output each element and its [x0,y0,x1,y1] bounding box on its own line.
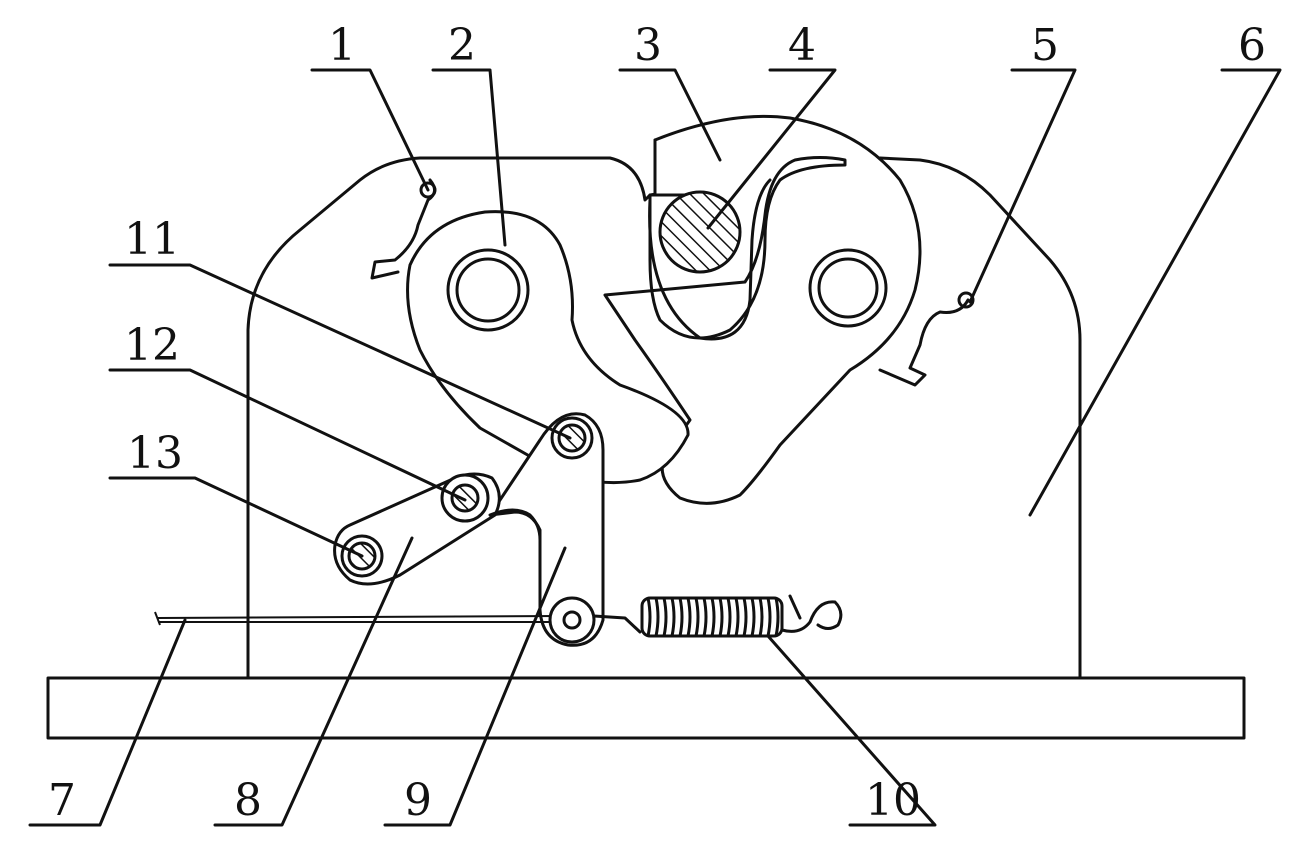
spring-turn [662,597,668,637]
spring-turn [718,597,724,637]
left-pivot-inner [455,257,521,323]
base-plate [46,676,1246,740]
label-1: 1 [328,20,356,71]
leader-9 [383,546,567,827]
spring-turn [766,597,772,637]
label-13: 13 [127,428,183,479]
leader-10 [766,634,937,827]
spring-clip-right-eye [957,291,975,309]
label-3: 3 [634,20,662,71]
leader-5 [968,68,1077,304]
spring-turn [758,597,764,637]
spring-turn [734,597,740,637]
label-12: 12 [124,320,180,371]
leader-13 [108,476,364,558]
cable [154,611,561,626]
leader-3 [618,68,722,162]
spring-hook-right [780,600,843,633]
spring-turn [654,597,660,637]
spring-turn [646,597,652,637]
right-pivot-outer [808,248,888,328]
spring-turn [726,597,732,637]
spring-turn [742,597,748,637]
leader-11 [108,263,572,440]
spring-turn [710,597,716,637]
spring-turn [702,597,708,637]
label-5: 5 [1031,20,1059,71]
label-4: 4 [788,20,816,71]
leader-6 [1028,68,1282,517]
leader-8 [213,536,414,827]
spring-coil-turns [646,597,780,637]
lever-eye-outer [548,596,596,644]
label-10: 10 [865,775,921,826]
label-9: 9 [404,775,432,826]
spring-turn [686,597,692,637]
spring-hook-left [592,614,642,634]
spring-clip-left-eye [419,181,437,199]
leader-7 [28,618,187,827]
rotor-slot [648,178,772,341]
spring-turn [670,597,676,637]
spring-turn [750,597,756,637]
spring-turn [694,597,700,637]
label-8: 8 [234,775,262,826]
left-pivot-outer [446,248,530,332]
lever-upper-edge [488,508,542,542]
spring-turn [774,597,780,637]
label-2: 2 [448,20,476,71]
label-7: 7 [48,775,76,826]
right-pivot-inner [817,257,879,319]
leader-12 [108,368,467,502]
spring-turn [678,597,684,637]
leader-2 [431,68,507,247]
pin-11 [557,423,587,453]
pin-12 [450,483,480,513]
leader-1 [310,68,430,192]
spring-hook-right-back [788,594,802,620]
label-11: 11 [124,214,180,265]
label-6: 6 [1238,20,1266,71]
leader-4 [706,68,837,230]
lever-eye-inner [562,610,582,630]
spring-clip-right [878,298,970,387]
leader-lines [28,68,1282,827]
